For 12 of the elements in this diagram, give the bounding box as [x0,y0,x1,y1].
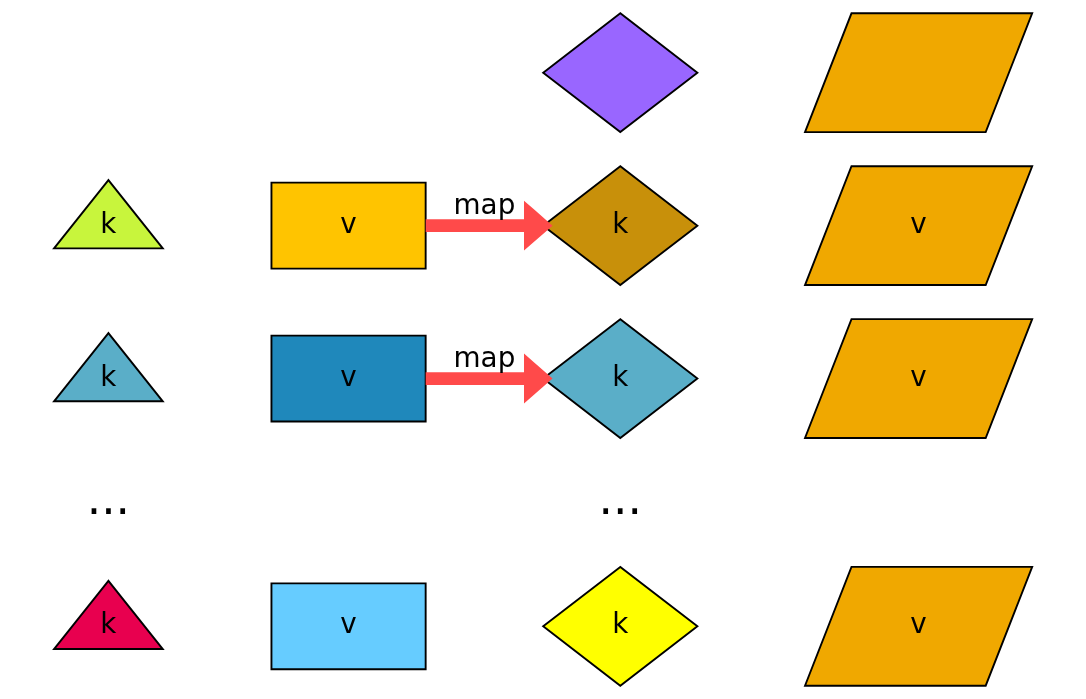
arrow [425,200,553,251]
edge-label: map [453,187,516,221]
label: ... [598,471,642,525]
node-parallelogram [803,12,1034,134]
node-box: v [270,181,427,270]
label: ... [86,471,131,525]
node-diamond [541,12,699,134]
arrow [425,353,553,404]
edge-label: map [453,340,516,374]
node-diamond: k [541,565,699,687]
node-box: v [270,582,427,671]
node-box: v [270,334,427,423]
